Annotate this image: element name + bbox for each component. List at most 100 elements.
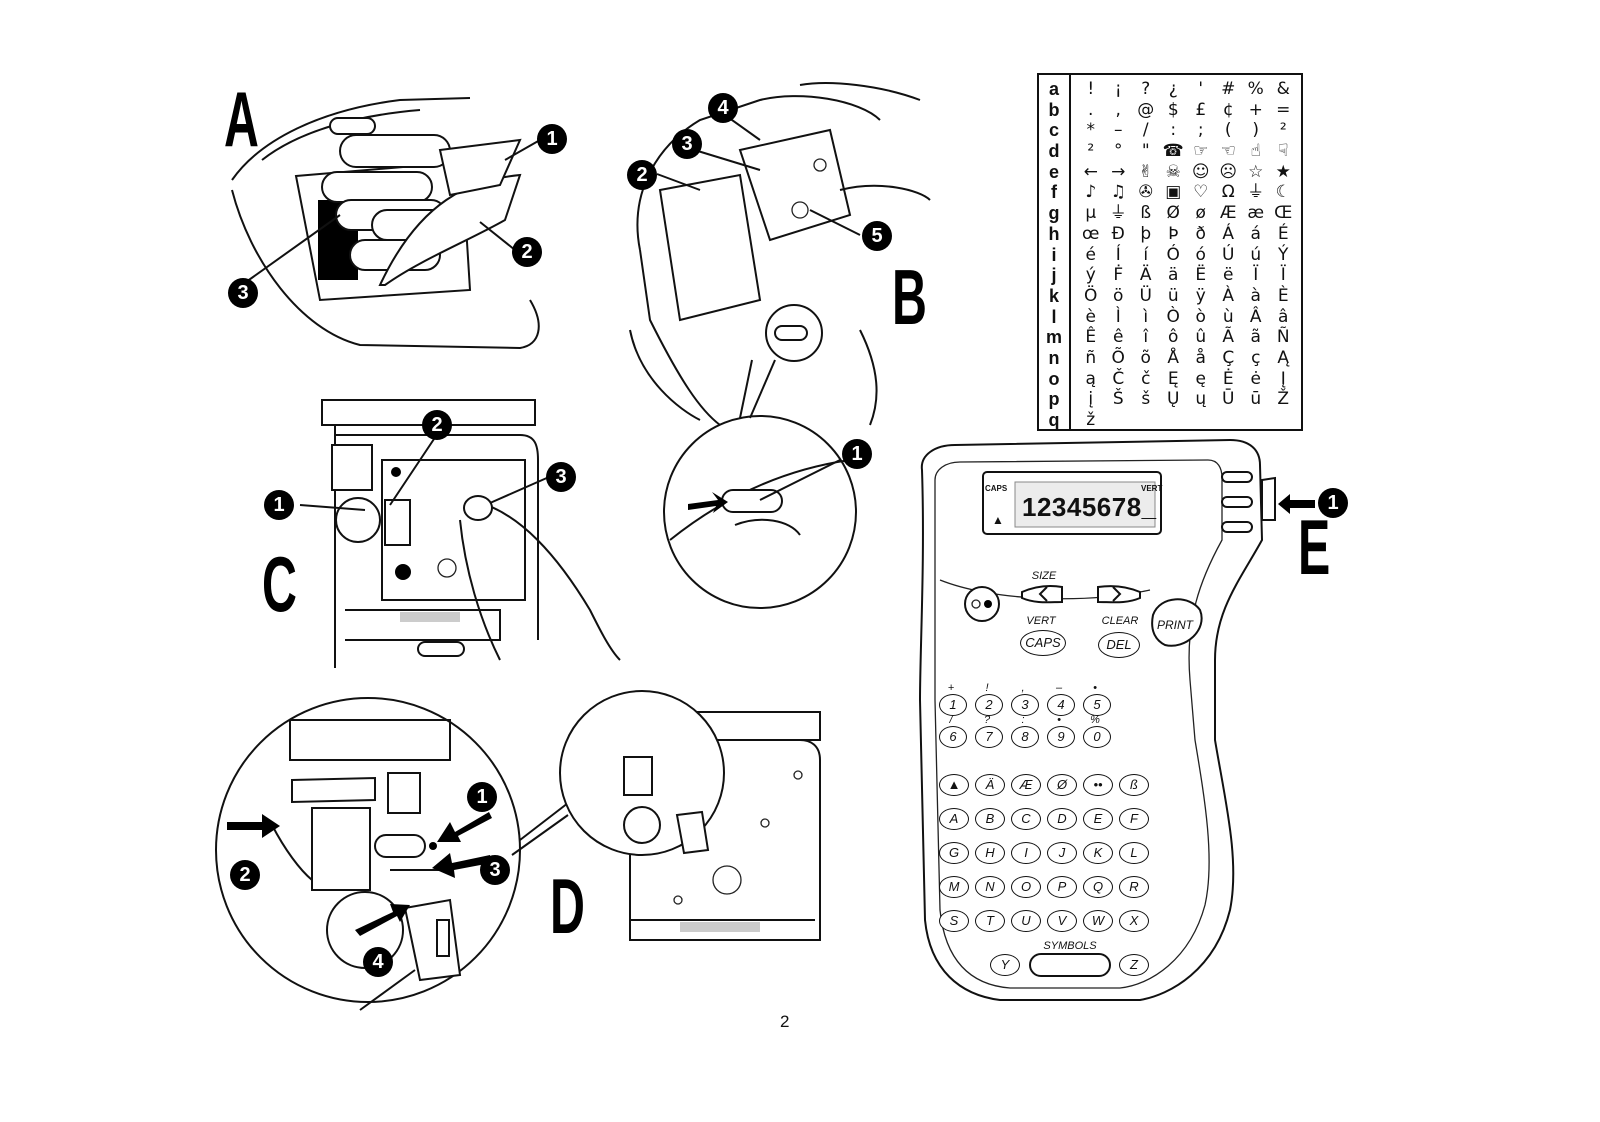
char-cell: ) [1252, 120, 1260, 141]
letter-key[interactable]: E [1083, 808, 1113, 830]
char-cell: Č [1112, 368, 1125, 389]
letter-key[interactable]: K [1083, 842, 1113, 864]
char-cell: ą [1085, 368, 1096, 389]
number-key[interactable]: 4 [1047, 694, 1075, 716]
char-cell: Ì [1115, 306, 1121, 327]
callout-d-4: 4 [363, 947, 393, 977]
letter-key[interactable]: Z [1119, 954, 1149, 976]
cassette-insert-illustration [299, 399, 621, 668]
char-cell: – [1114, 120, 1123, 141]
letter-key[interactable]: B [975, 808, 1005, 830]
number-key[interactable]: 2 [975, 694, 1003, 716]
letter-key[interactable]: A [939, 808, 969, 830]
char-cell: ² [1087, 141, 1095, 162]
char-cell: ę [1195, 368, 1206, 389]
char-cell: ? [1141, 79, 1151, 99]
char-cell: = [1276, 99, 1291, 120]
accent-key[interactable]: Ä [975, 774, 1005, 796]
char-cell: â [1278, 306, 1289, 327]
power-key[interactable] [965, 588, 999, 622]
letter-key[interactable]: U [1011, 910, 1041, 932]
char-cell: ⏚ [1109, 203, 1127, 224]
char-cell: % [1247, 79, 1264, 99]
letter-key[interactable]: S [939, 910, 969, 932]
char-row-key: q [1048, 410, 1060, 430]
size-right-key[interactable] [1098, 585, 1140, 605]
char-cell: ♫ [1110, 182, 1126, 203]
letter-key[interactable]: C [1011, 808, 1041, 830]
letter-key[interactable]: H [975, 842, 1005, 864]
letter-key[interactable]: Q [1083, 876, 1113, 898]
char-cell: $ [1167, 99, 1179, 120]
letter-key[interactable]: R [1119, 876, 1149, 898]
letter-key[interactable]: J [1047, 842, 1077, 864]
number-key[interactable]: 6 [939, 726, 967, 748]
char-cell: ç [1251, 347, 1261, 368]
letter-key[interactable]: I [1011, 842, 1041, 864]
letter-key[interactable]: Y [990, 954, 1020, 976]
accent-key[interactable]: Æ [1011, 774, 1041, 796]
letter-key[interactable]: F [1119, 808, 1149, 830]
del-key[interactable]: DEL [1098, 632, 1140, 658]
key-shift-label: – [1055, 682, 1063, 694]
letter-key[interactable]: W [1083, 910, 1113, 932]
char-cell: ų [1195, 389, 1207, 410]
char-cell: ė [1250, 368, 1261, 389]
letter-key[interactable]: P [1047, 876, 1077, 898]
char-cell: È [1277, 285, 1289, 306]
symbols-key[interactable] [1030, 954, 1110, 976]
char-cell: ó [1195, 244, 1206, 265]
number-key[interactable]: 7 [975, 726, 1003, 748]
char-cell: ä [1168, 265, 1179, 286]
accent-key[interactable]: •• [1083, 774, 1113, 796]
letter-key[interactable]: L [1119, 842, 1149, 864]
print-key[interactable]: PRINT [1157, 618, 1193, 632]
char-cell [1215, 410, 1243, 431]
lcd-caps-indicator: CAPS [985, 484, 1008, 493]
letter-key[interactable]: T [975, 910, 1005, 932]
accent-key[interactable]: Ø [1047, 774, 1077, 796]
char-row-key: a [1048, 79, 1059, 99]
char-cell: ¡ [1114, 79, 1122, 99]
letter-key[interactable]: V [1047, 910, 1077, 932]
number-key[interactable]: 1 [939, 694, 967, 716]
char-cell: Õ [1111, 347, 1125, 368]
callout-b-4: 4 [708, 93, 738, 123]
char-cell: Ý [1278, 244, 1289, 265]
caps-key[interactable]: CAPS [1020, 630, 1066, 656]
number-key[interactable]: 3 [1011, 694, 1039, 716]
char-cell: Å [1167, 347, 1180, 368]
letter-key[interactable]: X [1119, 910, 1149, 932]
number-key[interactable]: 0 [1083, 726, 1111, 748]
char-cell: ' [1198, 79, 1204, 99]
clear-label: CLEAR [1101, 615, 1139, 627]
number-key[interactable]: 5 [1083, 694, 1111, 716]
size-left-key[interactable] [1022, 585, 1062, 605]
callout-a-2: 2 [512, 237, 542, 267]
number-key[interactable]: 8 [1011, 726, 1039, 748]
figure-d-letter: D [550, 862, 585, 950]
letter-key[interactable]: G [939, 842, 969, 864]
char-cell: ž [1086, 410, 1096, 430]
letter-key[interactable]: N [975, 876, 1005, 898]
letter-key[interactable]: M [939, 876, 969, 898]
accent-key[interactable]: ▲ [939, 774, 969, 796]
char-cell: → [1111, 161, 1126, 182]
key-shift-label: : [1021, 714, 1025, 726]
letter-key[interactable]: D [1047, 808, 1077, 830]
callout-c-1: 1 [264, 490, 294, 520]
letter-key[interactable]: O [1011, 876, 1041, 898]
char-cell: Ė [1222, 368, 1234, 389]
key-shift-label: • [1057, 714, 1061, 726]
number-key[interactable]: 9 [1047, 726, 1075, 748]
char-cell: ← [1083, 161, 1098, 182]
char-cell: ¿ [1168, 79, 1178, 99]
char-cell: č [1141, 368, 1151, 389]
accent-key[interactable]: ß [1119, 774, 1149, 796]
char-cell: & [1276, 79, 1290, 99]
